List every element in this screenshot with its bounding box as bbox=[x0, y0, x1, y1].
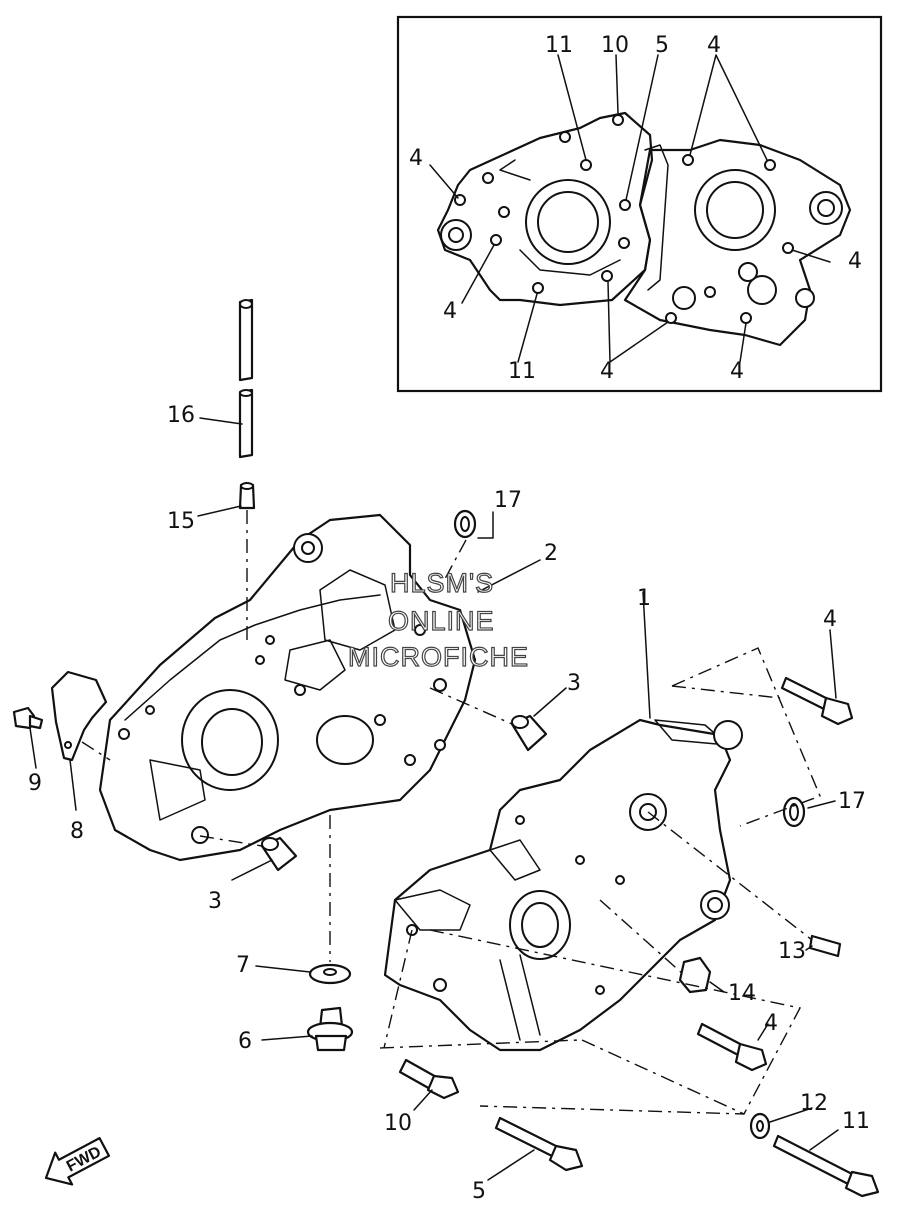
watermark-line-2: ONLINE bbox=[388, 606, 495, 636]
callout-17-top: 17 bbox=[494, 488, 522, 513]
part-15-breather-fitting bbox=[238, 482, 256, 510]
part-3-dowel-pin-upper bbox=[510, 714, 548, 752]
part-7-washer bbox=[308, 963, 352, 985]
part-5-long-bolt bbox=[494, 1116, 584, 1172]
inset-callout-4-bottom: 4 bbox=[600, 359, 614, 384]
callout-15: 15 bbox=[167, 509, 195, 534]
part-14-stopper bbox=[678, 956, 712, 994]
callout-3-upper: 3 bbox=[567, 671, 581, 696]
callout-5: 5 bbox=[472, 1179, 486, 1204]
left-crankcase-half bbox=[98, 513, 477, 862]
part-12-washer bbox=[749, 1112, 771, 1140]
watermark-line-1: HLSM'S bbox=[390, 568, 494, 598]
callout-14: 14 bbox=[728, 981, 756, 1006]
right-crankcase-half bbox=[383, 718, 743, 1052]
callout-4-upper: 4 bbox=[823, 607, 837, 632]
part-9-bolt bbox=[12, 706, 44, 730]
part-13-screw bbox=[808, 934, 842, 958]
inset-callout-10: 10 bbox=[601, 33, 629, 58]
callout-1: 1 bbox=[637, 586, 651, 611]
callout-3-lower: 3 bbox=[208, 889, 222, 914]
callout-13: 13 bbox=[778, 939, 806, 964]
part-3-dowel-pin-lower bbox=[260, 836, 298, 872]
inset-callout-4-right: 4 bbox=[848, 249, 862, 274]
callout-9: 9 bbox=[28, 771, 42, 796]
callout-16: 16 bbox=[167, 403, 195, 428]
callout-4-lower: 4 bbox=[764, 1011, 778, 1036]
inset-panel: 11 10 5 4 4 4 4 11 4 4 bbox=[396, 15, 883, 393]
inset-callout-4-lower-left: 4 bbox=[443, 299, 457, 324]
inset-callout-11-top: 11 bbox=[545, 33, 573, 58]
forward-arrow-icon: FWD bbox=[44, 1137, 111, 1186]
inset-callout-4-left: 4 bbox=[409, 146, 423, 171]
inset-callout-11-bottom: 11 bbox=[508, 359, 536, 384]
part-4-bolt-upper bbox=[780, 676, 854, 726]
part-16-breather-pipe bbox=[238, 298, 254, 459]
callout-12: 12 bbox=[800, 1091, 828, 1116]
callout-10: 10 bbox=[384, 1111, 412, 1136]
part-11-long-bolt bbox=[772, 1134, 880, 1198]
callout-2: 2 bbox=[544, 541, 558, 566]
part-8-bracket bbox=[50, 670, 108, 762]
inset-callout-4-bottom-right: 4 bbox=[730, 359, 744, 384]
watermark-line-3: MICROFICHE bbox=[348, 642, 529, 672]
inset-callout-4-top: 4 bbox=[707, 33, 721, 58]
callout-17-right: 17 bbox=[838, 789, 866, 814]
part-10-bolt bbox=[398, 1058, 460, 1100]
inset-callout-5: 5 bbox=[655, 33, 669, 58]
part-6-drain-plug bbox=[306, 1006, 354, 1052]
callout-7: 7 bbox=[236, 953, 250, 978]
watermark: HLSM'S ONLINE MICROFICHE bbox=[347, 567, 529, 672]
callout-11: 11 bbox=[842, 1109, 870, 1134]
callout-6: 6 bbox=[238, 1029, 252, 1054]
callout-8: 8 bbox=[70, 819, 84, 844]
part-4-bolt-lower bbox=[696, 1022, 768, 1072]
